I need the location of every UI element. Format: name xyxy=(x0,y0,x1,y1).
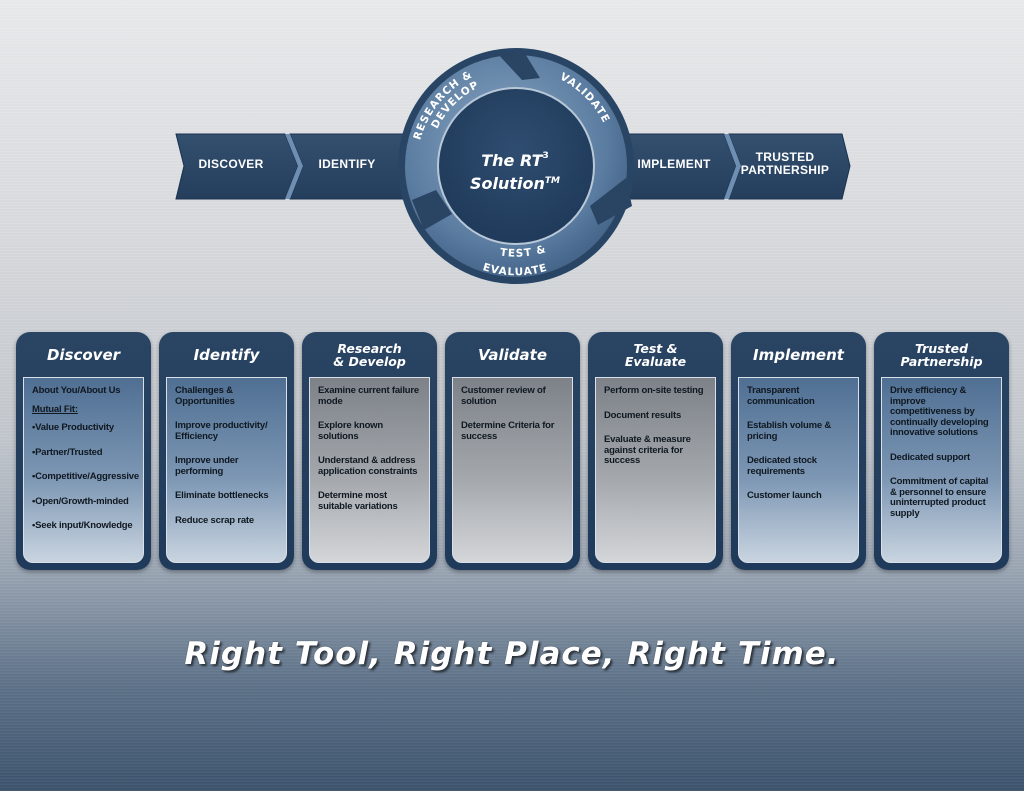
flow-step-implement: IMPLEMENT xyxy=(637,157,711,171)
card-body: Perform on-site testing Document results… xyxy=(595,377,716,563)
ring-label-validate: VALIDATE xyxy=(558,71,611,125)
list-item: Seek input/Knowledge xyxy=(32,520,135,532)
list-item: Understand & address application constra… xyxy=(318,455,418,477)
list-item: Customer launch xyxy=(747,490,822,501)
list-item: Determine most suitable variations xyxy=(318,490,398,512)
card-discover: Discover About You/About Us Mutual Fit: … xyxy=(16,332,151,570)
list-item: Transparent communication xyxy=(747,385,815,407)
slogan: Right Tool, Right Place, Right Time. xyxy=(184,636,840,672)
ring-label-test-2: EVALUATE xyxy=(481,261,548,278)
card-body: Drive efficiency & improve competitivene… xyxy=(881,377,1002,563)
card-title: Test & Evaluate xyxy=(624,341,687,369)
flow-step-trusted-partnership: TRUSTED PARTNERSHIP xyxy=(740,150,830,177)
list-item: Eliminate bottlenecks xyxy=(175,490,269,501)
list-item: Reduce scrap rate xyxy=(175,514,254,526)
list-item: Improve under performing xyxy=(175,455,239,477)
solution-title-line1: The RT xyxy=(481,151,543,170)
circle-ring-labels: RESEARCH & DEVELOP VALIDATE TEST & EVALU… xyxy=(411,68,612,278)
list-item: Customer review of solution xyxy=(461,385,546,407)
list-item: Value Productivity xyxy=(32,422,135,434)
card-body: Transparent communication Establish volu… xyxy=(738,377,859,563)
solution-title-line2: Solution xyxy=(469,174,545,193)
card-title: Implement xyxy=(753,345,844,364)
flow-step-identify: IDENTIFY xyxy=(318,157,376,171)
flow-band-right xyxy=(621,133,851,200)
card-title: Identify xyxy=(193,345,260,364)
card-trusted-partnership: Trusted Partnership Drive efficiency & i… xyxy=(874,332,1009,570)
svg-text:EVALUATE: EVALUATE xyxy=(481,261,549,278)
card-body: Customer review of solution Determine Cr… xyxy=(452,377,573,563)
list-item: Open/Growth-minded xyxy=(32,496,135,508)
solution-title: The RT3 SolutionTM xyxy=(440,146,590,194)
card-body: About You/About Us Mutual Fit: Value Pro… xyxy=(23,377,144,563)
list-item: About You/About Us xyxy=(32,385,121,396)
solution-title-tm: TM xyxy=(544,176,560,186)
list-item: Improve productivity/ Efficiency xyxy=(175,420,268,442)
card-title: Validate xyxy=(477,345,548,364)
solution-circle xyxy=(398,48,634,284)
list-item: Challenges & Opportunities xyxy=(175,385,235,407)
list-item: Competitive/Aggressive xyxy=(32,471,139,483)
card-body: Challenges & Opportunities Improve produ… xyxy=(166,377,287,563)
list-item: Partner/Trusted xyxy=(32,447,135,459)
card-implement: Implement Transparent communication Esta… xyxy=(731,332,866,570)
list-item: Dedicated support xyxy=(890,451,970,463)
svg-text:TEST &: TEST & xyxy=(499,243,548,260)
list-item: Explore known solutions xyxy=(318,420,383,442)
list-item: Document results xyxy=(604,409,682,421)
card-identify: Identify Challenges & Opportunities Impr… xyxy=(159,332,294,570)
card-validate: Validate Customer review of solution Det… xyxy=(445,332,580,570)
list-item: Perform on-site testing xyxy=(604,385,704,396)
list-item: Dedicated stock requirements xyxy=(747,455,817,477)
list-item: Examine current failure mode xyxy=(318,385,419,407)
ring-label-test-1: TEST & xyxy=(499,243,547,260)
card-title: Discover xyxy=(46,345,121,364)
flow-step-discover: DISCOVER xyxy=(198,157,264,171)
list-item: Drive efficiency & improve competitivene… xyxy=(890,385,989,438)
card-title: Research & Develop xyxy=(333,341,406,369)
solution-title-sup: 3 xyxy=(542,151,549,161)
process-flow-graphic xyxy=(175,48,851,284)
card-test-evaluate: Test & Evaluate Perform on-site testing … xyxy=(588,332,723,570)
list-item: Commitment of capital & personnel to ens… xyxy=(890,476,989,519)
list-item: Mutual Fit: xyxy=(32,403,78,415)
list-item: Establish volume & pricing xyxy=(747,420,832,442)
card-research-develop: Research & Develop Examine current failu… xyxy=(302,332,437,570)
svg-text:VALIDATE: VALIDATE xyxy=(558,71,612,125)
card-body: Examine current failure mode Explore kno… xyxy=(309,377,430,563)
card-title: Trusted Partnership xyxy=(900,341,983,369)
list-item: Determine Criteria for success xyxy=(461,420,555,442)
list-item: Evaluate & measure against criteria for … xyxy=(604,434,691,466)
flow-band-left xyxy=(175,133,406,200)
phase-cards: Discover About You/About Us Mutual Fit: … xyxy=(16,332,1010,572)
